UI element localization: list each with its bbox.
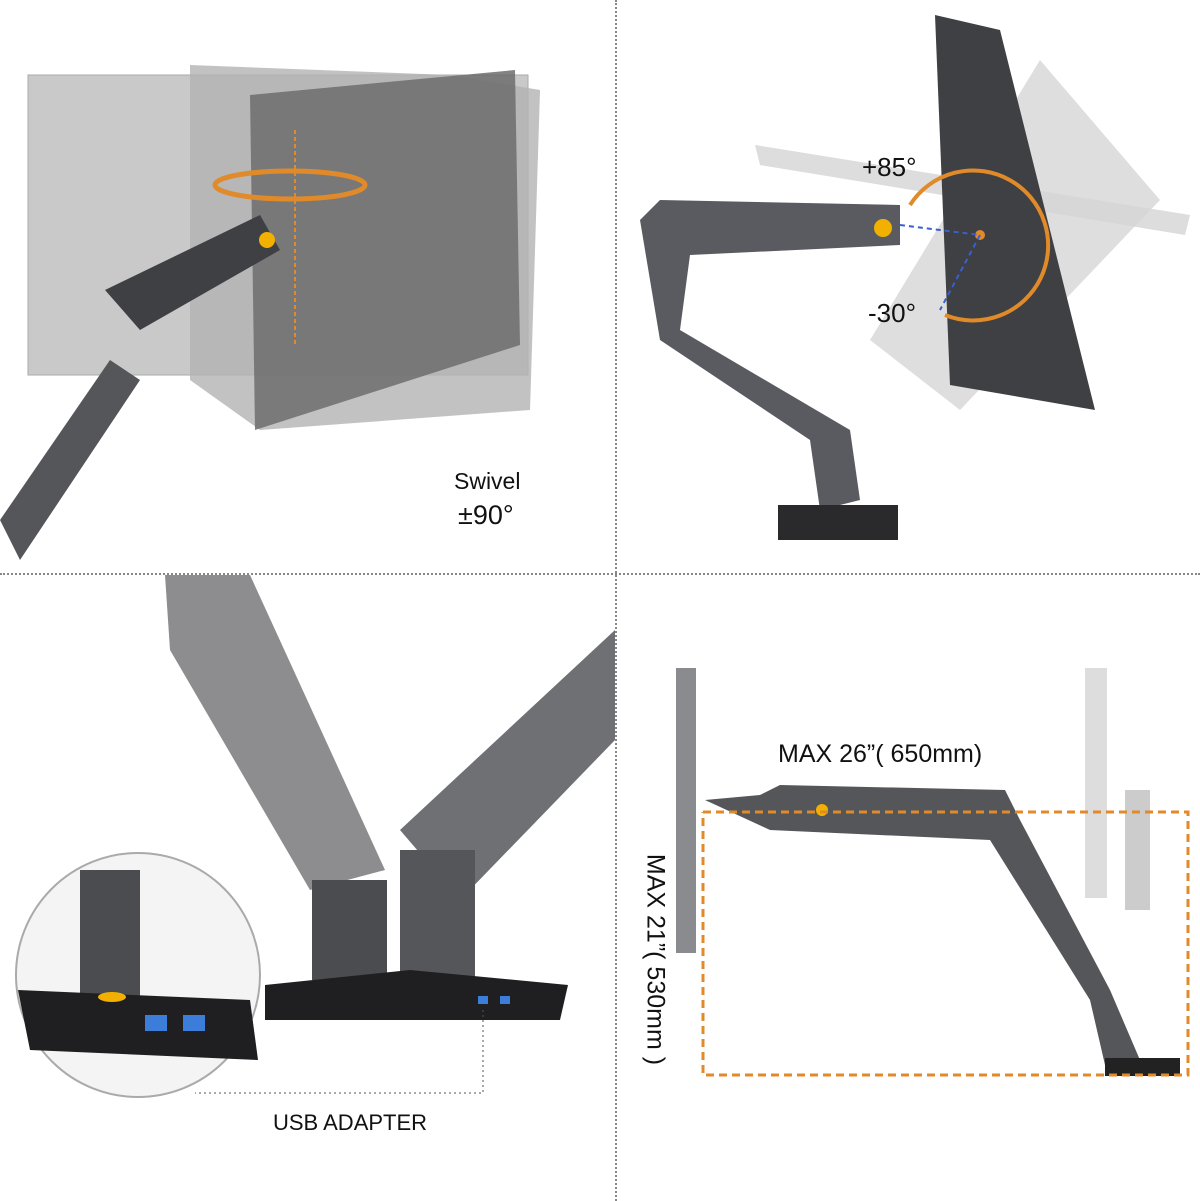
max-height-label: MAX 21”( 530mm ) bbox=[641, 853, 670, 1066]
tilt-illustration bbox=[640, 15, 1190, 540]
extension-illustration bbox=[676, 668, 1190, 1077]
tilt-up-label: +85° bbox=[862, 152, 917, 182]
horizontal-divider bbox=[0, 573, 1200, 575]
usb-adapter-label: USB ADAPTER bbox=[273, 1110, 428, 1135]
swivel-label: Swivel bbox=[454, 468, 521, 494]
swivel-illustration bbox=[0, 65, 540, 560]
vertical-divider bbox=[615, 0, 617, 1201]
usb-illustration bbox=[15, 575, 615, 1098]
max-extension-label: MAX 26”( 650mm) bbox=[778, 740, 983, 768]
swivel-value: ±90° bbox=[458, 500, 514, 530]
tilt-down-label: -30° bbox=[868, 298, 916, 328]
